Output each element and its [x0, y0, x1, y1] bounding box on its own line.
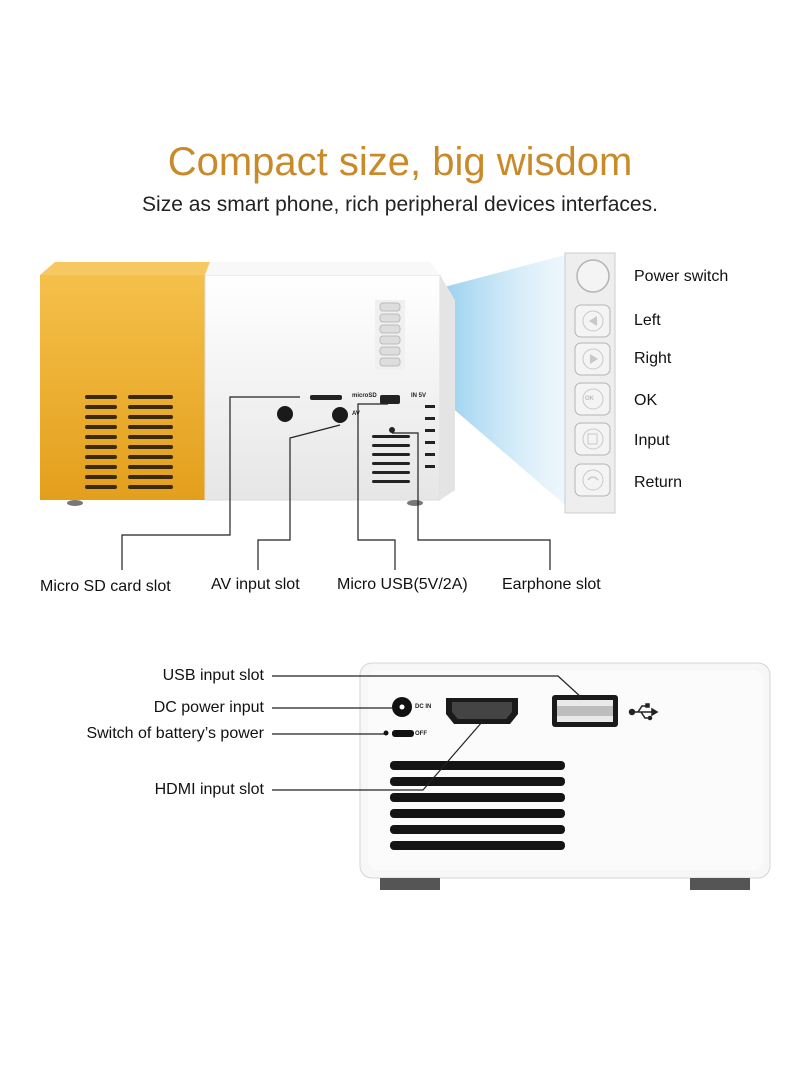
- return-button: [574, 463, 611, 497]
- micro-usb-port-icon: [380, 395, 400, 404]
- page-subtitle: Size as smart phone, rich peripheral dev…: [142, 193, 658, 216]
- micro-usb-label: Micro USB(5V/2A): [337, 576, 468, 593]
- projector-back-illustration: [359, 662, 771, 890]
- left-arrow-icon: [589, 316, 597, 326]
- power-switch-label: Power switch: [634, 268, 729, 285]
- off-marking: OFF: [415, 731, 427, 737]
- page-title: Compact size, big wisdom: [167, 140, 633, 184]
- return-icon: [587, 476, 599, 481]
- ok-button: [574, 382, 611, 416]
- av-marking: AV: [352, 411, 360, 417]
- av-port-icon: [332, 407, 348, 423]
- input-icon: [587, 433, 598, 445]
- yellow-vents: [85, 395, 173, 489]
- back-vents: [390, 761, 565, 850]
- earphone-port-icon: [389, 427, 395, 433]
- power-button-icon: [576, 259, 610, 293]
- projector-body: [40, 262, 455, 506]
- left-label: Left: [634, 312, 661, 329]
- dc-in-marking: DC IN: [415, 704, 432, 710]
- battery-switch-icon: [392, 730, 414, 737]
- dc-power-label: DC power input: [153, 699, 264, 716]
- microsd-slot-icon: [310, 395, 342, 400]
- av-input-label: AV input slot: [211, 576, 300, 593]
- front-leader-lines: [121, 396, 551, 570]
- ok-label: OK: [634, 392, 658, 409]
- ok-icon: [582, 388, 604, 410]
- return-label: Return: [634, 474, 683, 491]
- right-label: Right: [634, 350, 672, 367]
- input-button: [574, 422, 611, 456]
- earphone-slot-label: Earphone slot: [502, 576, 601, 593]
- hdmi-input-label: HDMI input slot: [154, 781, 264, 798]
- ok-button-text: OK: [585, 396, 594, 402]
- usb-symbol-icon: [628, 703, 659, 721]
- microsd-port-icon: [277, 406, 293, 422]
- white-vents: [372, 405, 435, 483]
- input-label: Input: [634, 432, 670, 449]
- battery-switch-label: Switch of battery’s power: [86, 725, 264, 742]
- back-leader-lines: [272, 675, 583, 791]
- right-arrow-icon: [590, 354, 598, 364]
- usb-input-label: USB input slot: [162, 667, 264, 684]
- in5v-marking: IN 5V: [411, 393, 427, 399]
- microsd-marking: microSD: [352, 393, 377, 399]
- microsd-slot-label: Micro SD card slot: [40, 578, 171, 595]
- button-panel: [564, 252, 616, 514]
